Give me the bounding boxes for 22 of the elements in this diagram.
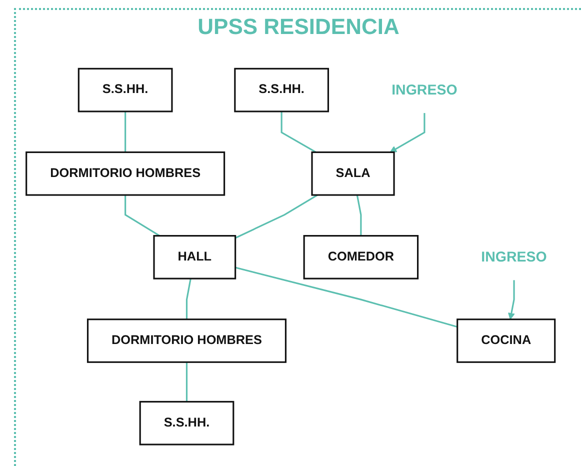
connector (124, 111, 126, 152)
connector (280, 111, 316, 153)
node-text: INGRESO (481, 248, 547, 265)
connector (186, 278, 192, 320)
node-box: DORMITORIO HOMBRES (26, 151, 226, 196)
node-box: COMEDOR (303, 235, 419, 280)
arrow (508, 280, 515, 320)
diagram-title: UPSS RESIDENCIA (196, 14, 400, 40)
node-box: S.S.HH. (234, 68, 329, 112)
node-box: SALA (311, 151, 395, 196)
connector (124, 195, 160, 236)
node-box: HALL (153, 235, 236, 280)
node-box: COCINA (456, 318, 556, 363)
connector (186, 362, 188, 402)
connector (234, 194, 318, 239)
connector (356, 194, 362, 236)
node-box: S.S.HH. (78, 68, 173, 112)
arrow (390, 112, 426, 153)
node-box: S.S.HH. (139, 400, 234, 446)
connector (235, 266, 458, 328)
node-box: DORMITORIO HOMBRES (86, 318, 287, 363)
node-text: INGRESO (392, 82, 458, 98)
